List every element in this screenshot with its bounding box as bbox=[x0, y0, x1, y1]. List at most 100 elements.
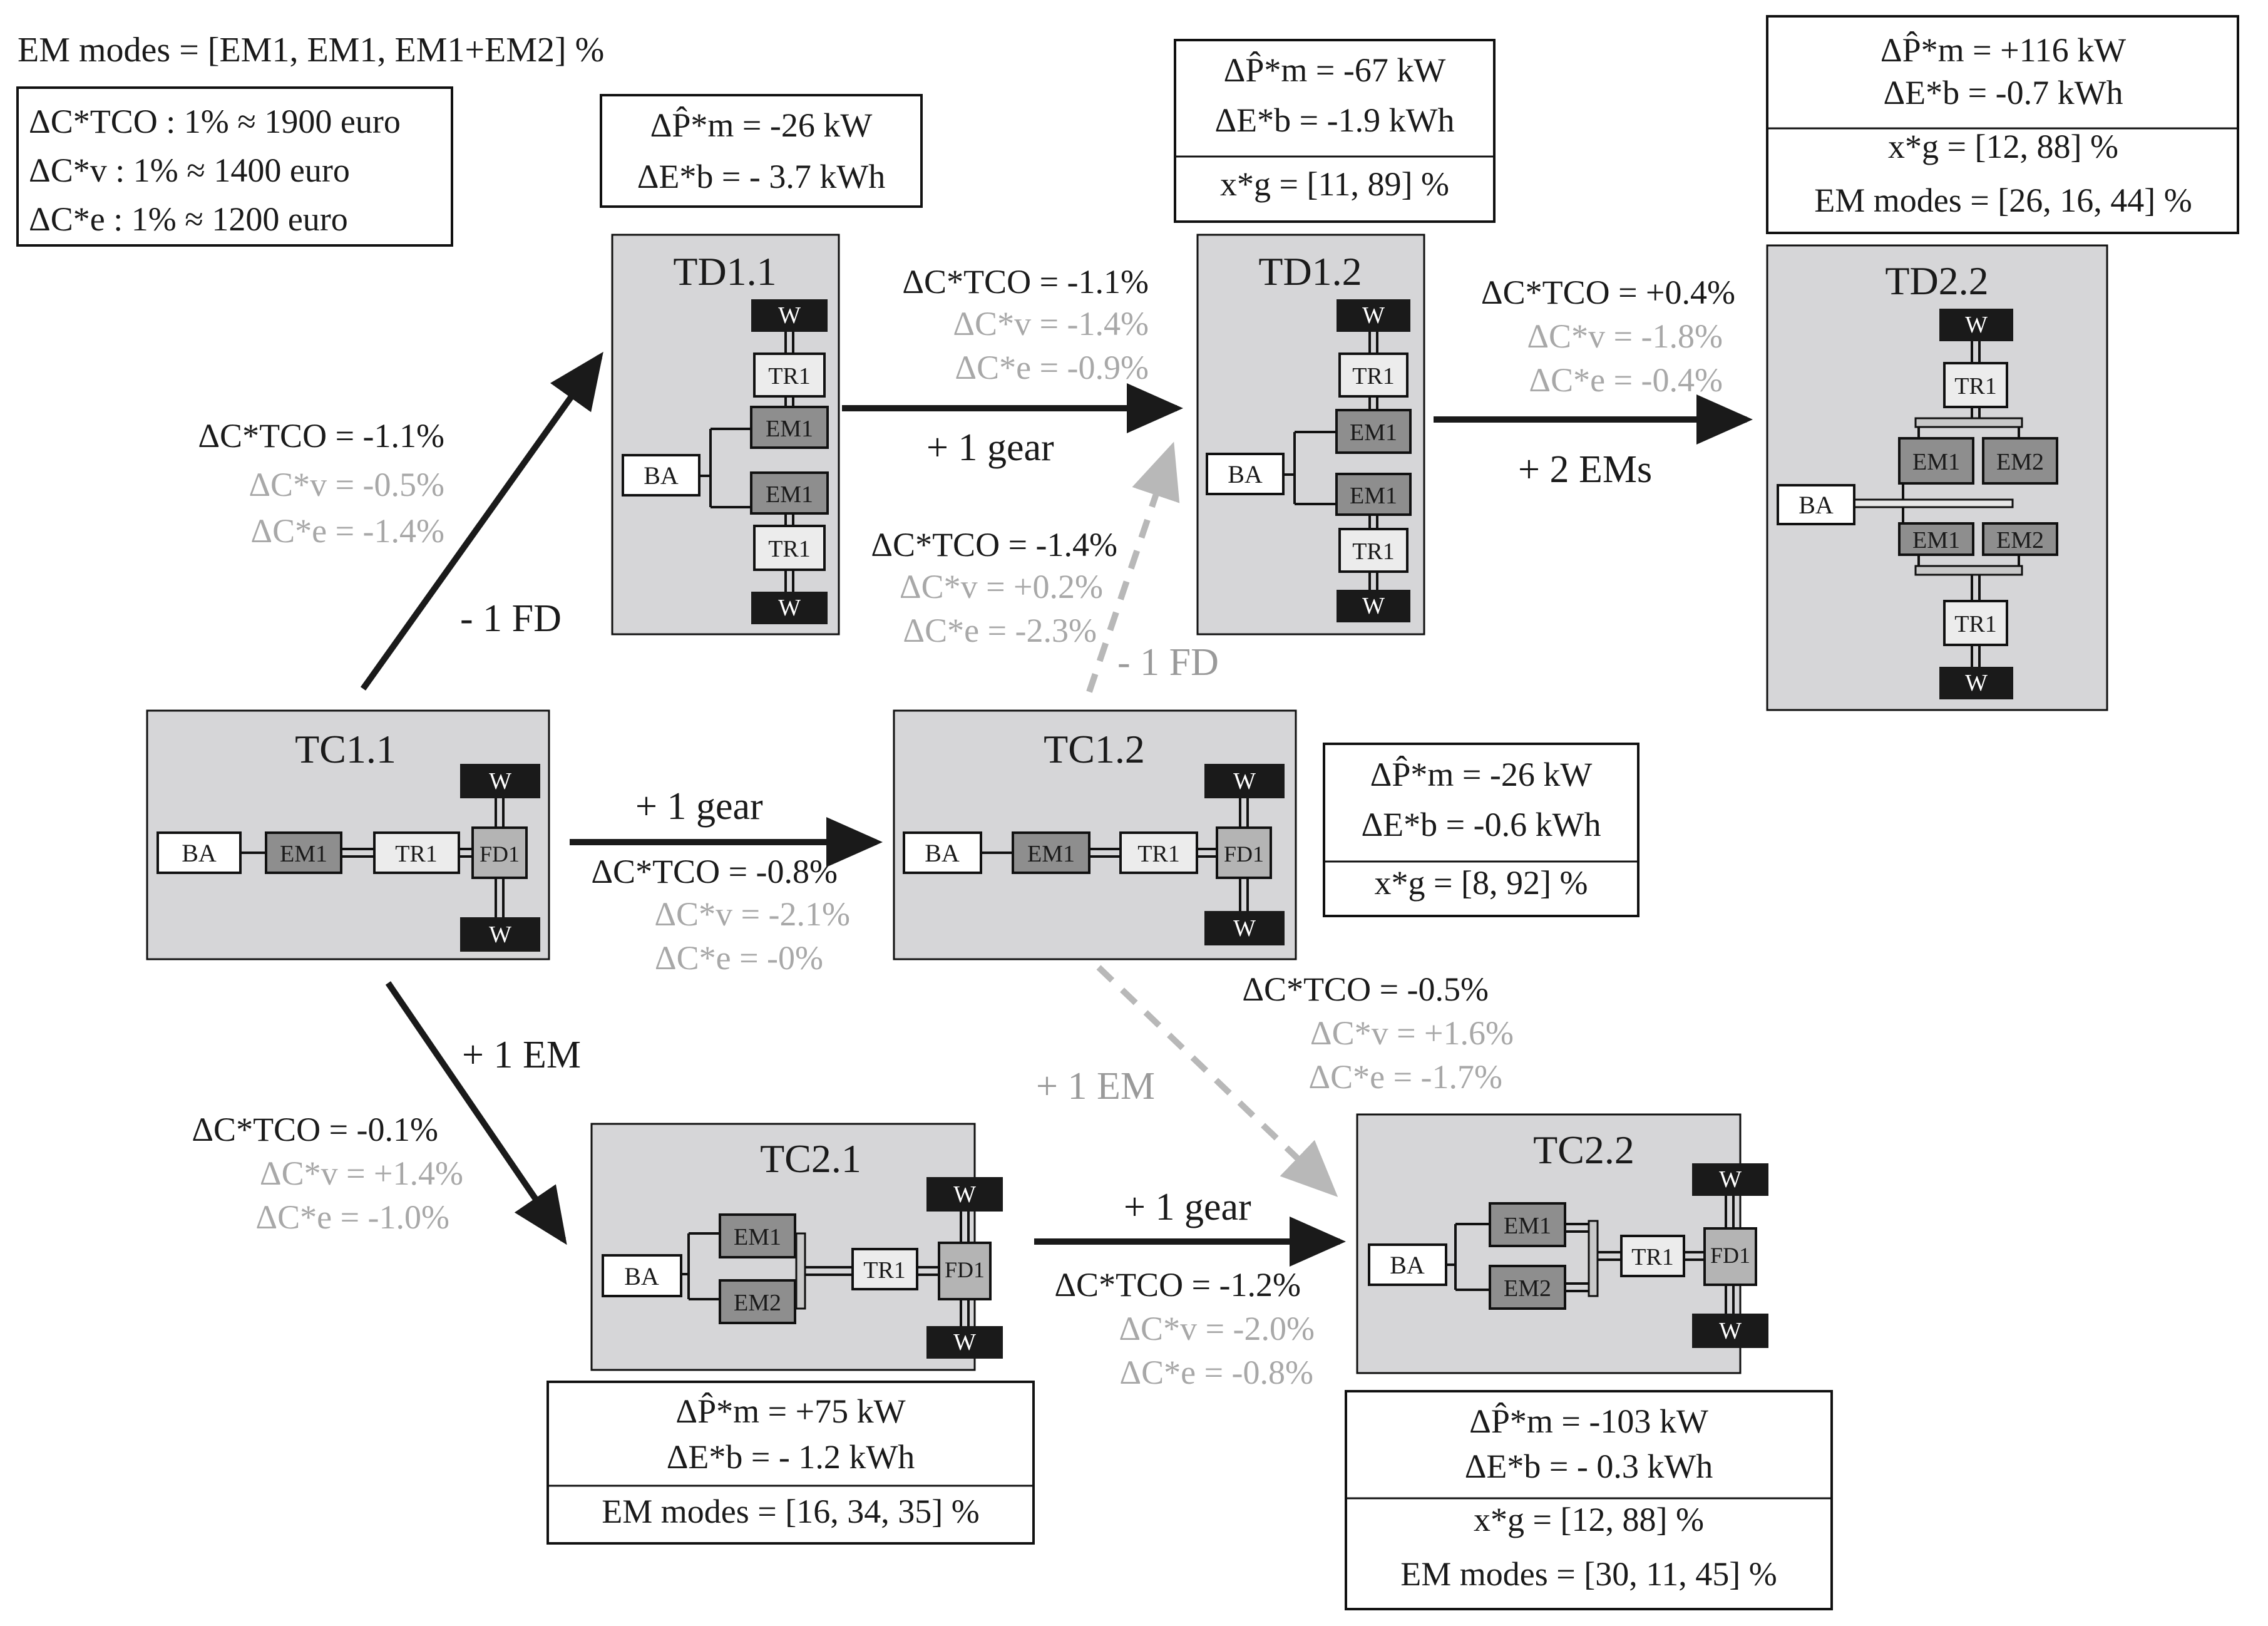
arrow-c12-d12 bbox=[1086, 441, 1180, 693]
e-value: ΔC*e = -1.7% bbox=[1308, 1058, 1502, 1096]
motor-block bbox=[719, 1279, 796, 1324]
component-label: W bbox=[778, 595, 801, 621]
result-box-d22: ΔP̂*m = +116 kW ΔE*b = -0.7 kWh x*g = [1… bbox=[1766, 15, 2239, 234]
result-box-d11: ΔP̂*m = -26 kW ΔE*b = - 3.7 kWh bbox=[600, 94, 923, 208]
pm-value: ΔP̂*m = -26 kW bbox=[650, 105, 873, 144]
v-value: ΔC*v = -2.1% bbox=[654, 895, 850, 933]
component-label: W bbox=[778, 302, 801, 329]
eb-value: ΔE*b = -1.9 kWh bbox=[1214, 101, 1454, 139]
legend: EM modes = [EM1, EM1, EM1+EM2] % ΔC*TCO … bbox=[16, 31, 604, 247]
transmission-block bbox=[1620, 1235, 1685, 1277]
motor-block bbox=[719, 1213, 796, 1258]
v-value: ΔC*v = +0.2% bbox=[900, 568, 1103, 605]
tco-value: ΔC*TCO = +0.4% bbox=[1481, 274, 1735, 311]
component-label: EM1 bbox=[766, 481, 813, 508]
transition-label: + 1 EM bbox=[1036, 1065, 1155, 1108]
battery-block bbox=[622, 454, 700, 497]
transition-c21-c22: + 1 gear ΔC*TCO = -1.2% ΔC*v = -2.0% ΔC*… bbox=[1054, 1186, 1315, 1391]
v-value: ΔC*v = -0.5% bbox=[249, 466, 444, 503]
topology-title: TD1.2 bbox=[1258, 249, 1362, 294]
topology-c11: TC1.1 BA EM1 TR1 FD1 W W bbox=[146, 709, 550, 960]
wheel-block bbox=[1204, 911, 1285, 945]
transition-label: + 1 gear bbox=[635, 785, 763, 828]
arrow-c12-c22 bbox=[1096, 965, 1338, 1197]
motor-block bbox=[1898, 437, 1974, 485]
motor-block bbox=[750, 471, 829, 515]
component-label: BA bbox=[624, 1262, 659, 1290]
wheel-block bbox=[751, 299, 828, 332]
result-box-c22: ΔP̂*m = -103 kW ΔE*b = - 0.3 kWh x*g = [… bbox=[1345, 1390, 1833, 1610]
pm-value: ΔP̂*m = -103 kW bbox=[1469, 1401, 1708, 1440]
transition-label: + 2 EMs bbox=[1518, 448, 1652, 491]
motor-block bbox=[1335, 473, 1412, 516]
motor-block bbox=[1898, 522, 1974, 556]
component-label: EM1 bbox=[1912, 449, 1960, 475]
component-label: EM2 bbox=[1504, 1275, 1551, 1302]
v-value: ΔC*v = -2.0% bbox=[1119, 1310, 1315, 1347]
eb-value: ΔE*b = - 0.3 kWh bbox=[1465, 1448, 1713, 1485]
component-label: W bbox=[1965, 312, 1988, 338]
e-value: ΔC*e = -0.4% bbox=[1529, 361, 1723, 399]
wheel-block bbox=[460, 917, 540, 952]
eb-value: ΔE*b = -0.6 kWh bbox=[1361, 806, 1601, 843]
wheel-block bbox=[1939, 667, 2013, 699]
pm-value: ΔP̂*m = +116 kW bbox=[1881, 30, 2126, 69]
v-value: ΔC*v = -1.8% bbox=[1527, 317, 1723, 355]
transition-d11-d12: ΔC*TCO = -1.1% ΔC*v = -1.4% ΔC*e = -0.9%… bbox=[902, 263, 1149, 469]
xg-value: x*g = [12, 88] % bbox=[1888, 128, 2118, 165]
xg-value: x*g = [11, 89] % bbox=[1220, 165, 1449, 203]
component-label: EM1 bbox=[1912, 527, 1960, 553]
component-label: BA bbox=[1228, 460, 1263, 488]
component-label: EM1 bbox=[280, 841, 327, 867]
legend-tco-line: ΔC*TCO : 1% ≈ 1900 euro bbox=[29, 103, 401, 140]
component-label: W bbox=[1233, 915, 1256, 942]
component-label: W bbox=[953, 1329, 976, 1356]
topology-title: TC2.1 bbox=[760, 1136, 861, 1181]
transition-c11-d11: ΔC*TCO = -1.1% ΔC*v = -0.5% ΔC*e = -1.4%… bbox=[198, 417, 562, 640]
component-label: BA bbox=[644, 461, 679, 490]
wheel-block bbox=[460, 764, 540, 798]
tco-value: ΔC*TCO = -1.1% bbox=[902, 263, 1149, 301]
motor-block bbox=[1489, 1202, 1566, 1247]
component-label: EM2 bbox=[1996, 527, 2044, 553]
component-label: TR1 bbox=[1631, 1244, 1674, 1270]
component-label: TR1 bbox=[1954, 611, 1997, 637]
component-label: FD1 bbox=[1710, 1243, 1750, 1268]
legend-box bbox=[16, 86, 453, 247]
arrow-c11-d11 bbox=[360, 351, 603, 691]
component-label: BA bbox=[182, 839, 217, 867]
component-label: EM2 bbox=[734, 1290, 781, 1316]
component-label: EM1 bbox=[766, 416, 813, 442]
transmission-block bbox=[1943, 600, 2008, 646]
component-label: EM2 bbox=[1996, 449, 2044, 475]
final-drive-block bbox=[938, 1242, 992, 1300]
component-label: BA bbox=[1390, 1251, 1425, 1279]
result-box-c12: ΔP̂*m = -26 kW ΔE*b = -0.6 kWh x*g = [8,… bbox=[1323, 743, 1639, 917]
motor-block bbox=[750, 406, 829, 449]
e-value: ΔC*e = -0.8% bbox=[1119, 1354, 1313, 1391]
component-label: BA bbox=[925, 839, 960, 867]
wheel-block bbox=[1939, 309, 2013, 341]
e-value: ΔC*e = -1.0% bbox=[255, 1198, 449, 1236]
transmission-block bbox=[1119, 831, 1198, 874]
transmission-block bbox=[851, 1248, 918, 1290]
component-label: W bbox=[1362, 302, 1385, 329]
topology-title: TC1.2 bbox=[1044, 727, 1145, 771]
pm-value: ΔP̂*m = +75 kW bbox=[675, 1391, 905, 1430]
battery-block bbox=[602, 1254, 682, 1297]
wheel-block bbox=[926, 1177, 1003, 1212]
eb-value: ΔE*b = - 1.2 kWh bbox=[667, 1438, 915, 1476]
topology-title: TC2.2 bbox=[1533, 1128, 1634, 1172]
component-label: FD1 bbox=[945, 1257, 985, 1282]
component-label: W bbox=[1719, 1166, 1742, 1193]
transmission-block bbox=[373, 831, 460, 874]
topology-c21: TC2.1 BA EM1 EM2 TR1 FD1 W W bbox=[590, 1123, 1003, 1371]
e-value: ΔC*e = -1.4% bbox=[250, 512, 444, 550]
motor-block bbox=[1335, 409, 1412, 454]
modes-value: EM modes = [16, 34, 35] % bbox=[602, 1493, 979, 1530]
component-label: TR1 bbox=[768, 536, 811, 562]
topology-title: TD1.1 bbox=[673, 249, 776, 294]
transition-d12-d22: ΔC*TCO = +0.4% ΔC*v = -1.8% ΔC*e = -0.4%… bbox=[1481, 274, 1735, 491]
component-label: W bbox=[1233, 768, 1256, 795]
